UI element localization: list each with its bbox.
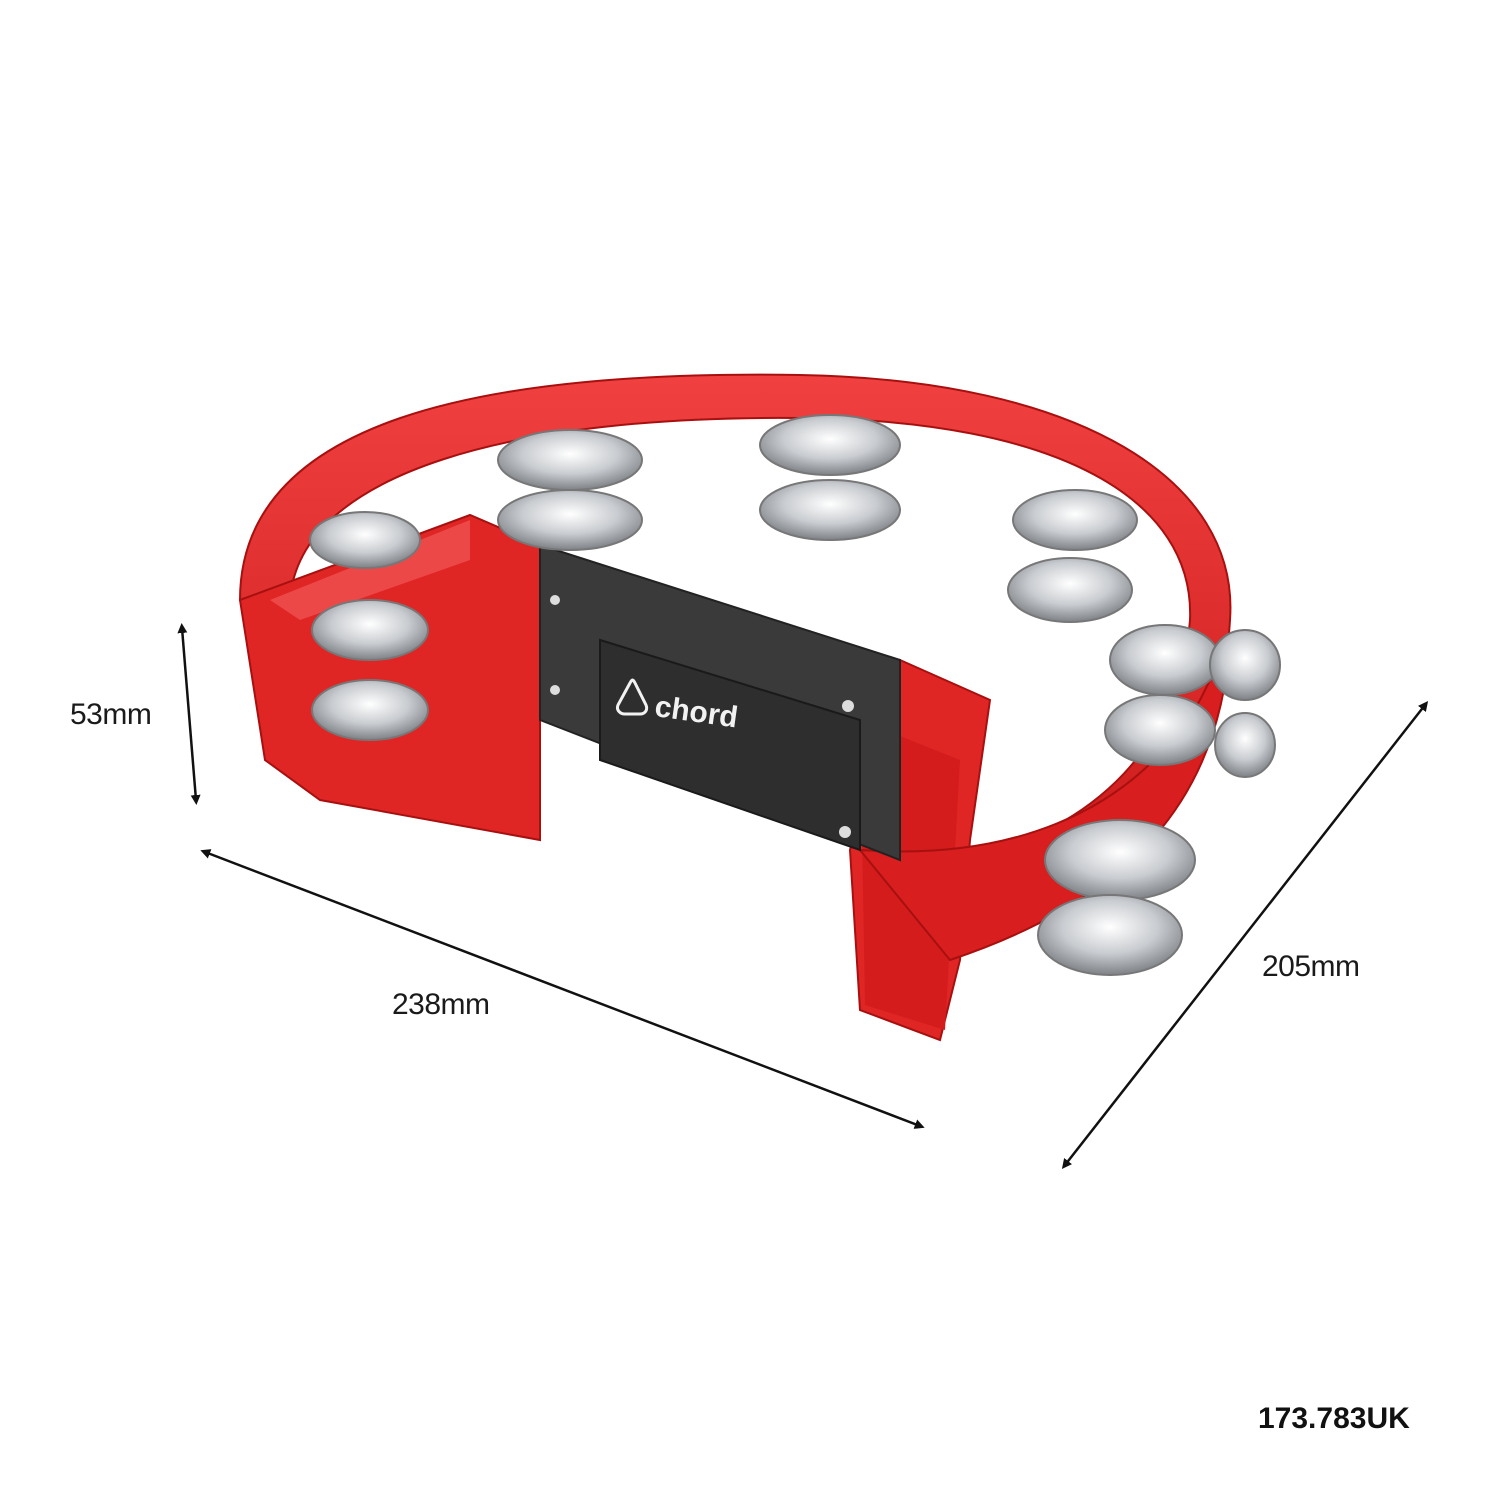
width-dimension-label: 238mm — [392, 988, 490, 1021]
product-sku: 173.783UK — [1258, 1402, 1410, 1435]
chord-logo-icon — [616, 678, 649, 716]
depth-dimension-arrow — [1061, 701, 1429, 1169]
width-dimension-arrow — [200, 849, 925, 1129]
height-dimension-arrow — [177, 623, 201, 805]
depth-dimension-label: 205mm — [1262, 950, 1360, 983]
height-dimension-label: 53mm — [70, 698, 152, 731]
